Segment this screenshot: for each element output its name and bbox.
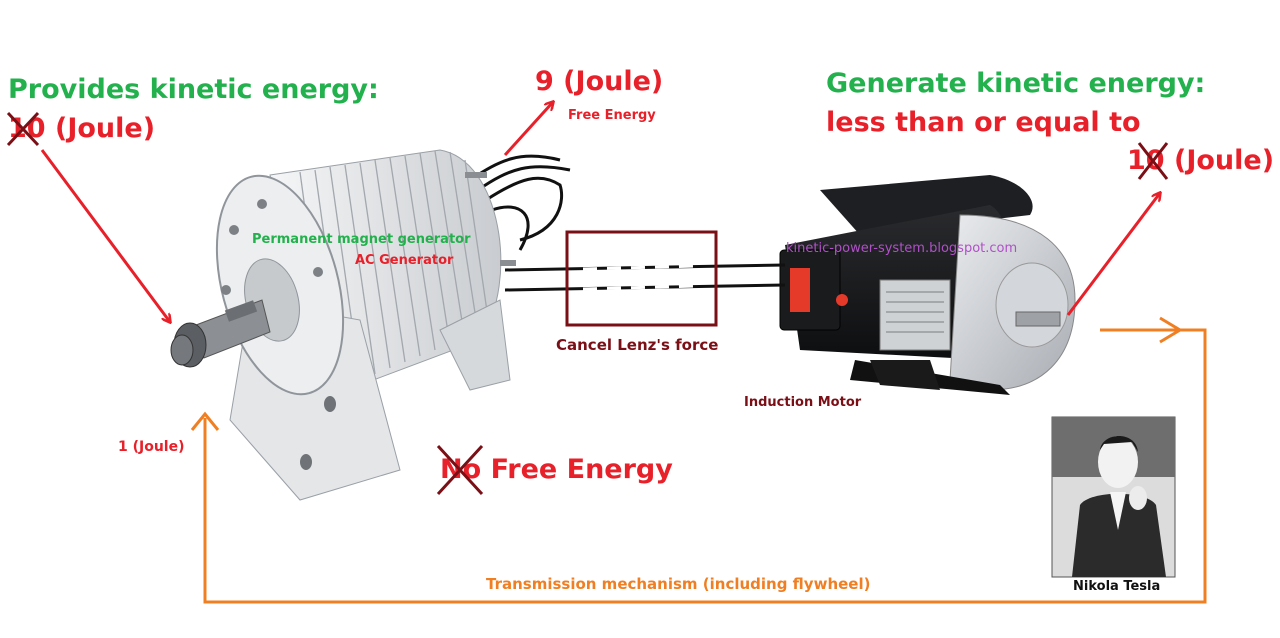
connection-wires — [504, 263, 786, 292]
provides-struck-number: 10 — [8, 113, 46, 144]
free-energy-small-label: Free Energy — [568, 108, 656, 123]
free-joule-value: 9 (Joule) — [535, 66, 664, 97]
blog-watermark: kinetic-power-system.blogspot.com — [786, 241, 1018, 256]
ac-generator-label: AC Generator — [355, 253, 454, 268]
tesla-caption: Nikola Tesla — [1073, 579, 1161, 594]
generate-value-row: 10 (Joule) — [1127, 142, 1275, 180]
one-joule-label: 1 (Joule) — [118, 439, 185, 455]
ac-generator-illustration — [170, 149, 571, 501]
input-energy-arrow — [40, 149, 170, 322]
generate-unit: (Joule) — [1173, 145, 1275, 176]
free-energy-text: Free Energy — [490, 454, 673, 485]
induction-motor-label: Induction Motor — [744, 395, 862, 410]
provides-struck-value: 10 — [6, 111, 46, 147]
induction-motor-illustration — [779, 175, 1076, 395]
no-struck-text: No — [440, 454, 482, 485]
free-energy-arrow — [503, 102, 553, 157]
provides-unit: (Joule) — [54, 113, 156, 144]
no-free-energy-row: No Free Energy — [436, 444, 673, 496]
generate-struck-value: 10 — [1127, 142, 1169, 180]
less-than-label: less than or equal to — [826, 107, 1141, 138]
provides-value-row: 10 (Joule) — [6, 111, 156, 147]
transmission-arrowhead-right — [1159, 316, 1183, 344]
lenz-force-label: Cancel Lenz's force — [556, 336, 719, 354]
no-struck-word: No — [436, 444, 484, 496]
broken-wire-segments — [582, 264, 701, 291]
transmission-loop — [203, 328, 1207, 604]
nikola-tesla-portrait — [1051, 416, 1176, 578]
transmission-label: Transmission mechanism (including flywhe… — [486, 575, 871, 593]
transmission-arrowhead-up — [190, 411, 220, 431]
generate-struck-number: 10 — [1127, 145, 1165, 176]
output-energy-arrow — [1066, 193, 1160, 316]
generate-kinetic-label: Generate kinetic energy: — [826, 68, 1206, 99]
lenz-cancel-box — [565, 230, 718, 327]
provides-kinetic-label: Provides kinetic energy: — [8, 74, 379, 105]
pm-generator-label: Permanent magnet generator — [252, 232, 471, 247]
